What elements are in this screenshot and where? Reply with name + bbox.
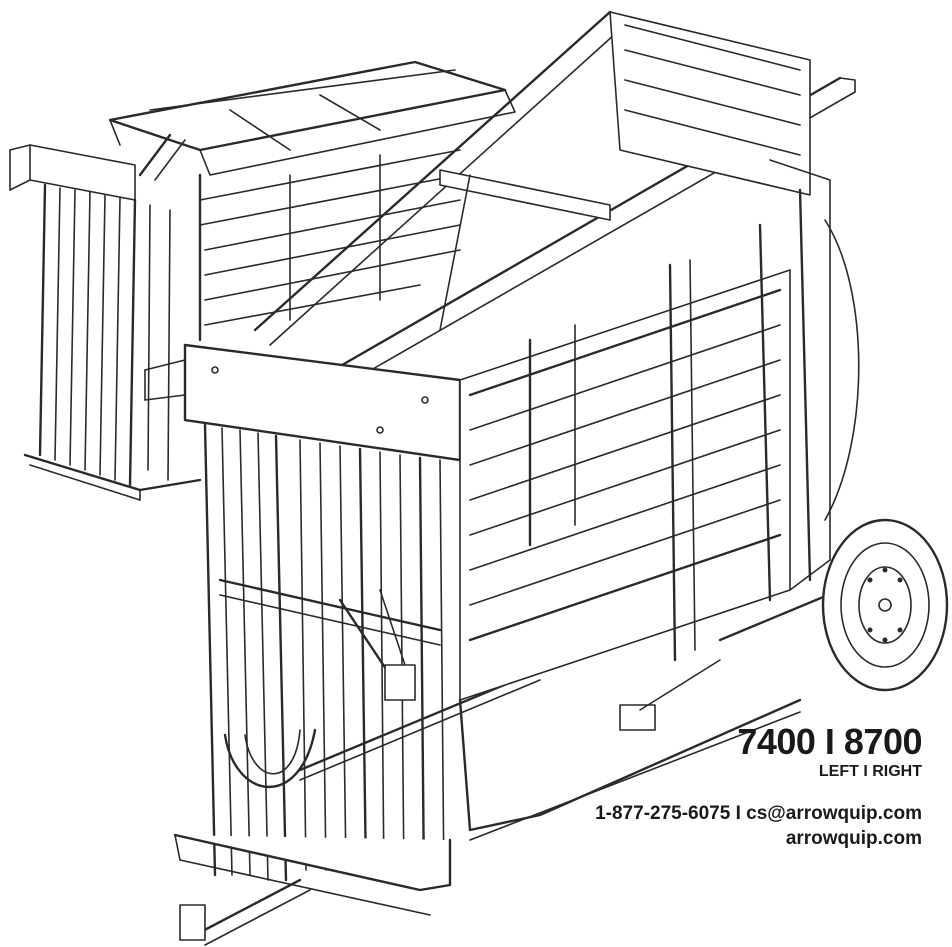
phone-email: 1-877-275-6075 I cs@arrowquip.com xyxy=(595,803,922,824)
main-chute-drawing xyxy=(144,10,949,946)
rear-chute-drawing xyxy=(9,60,516,501)
model-info: 7400 I 8700 LEFT I RIGHT xyxy=(737,722,922,782)
website-link[interactable]: arrowquip.com xyxy=(785,828,922,849)
model-sides: LEFT I RIGHT xyxy=(818,763,922,780)
model-numbers: 7400 I 8700 xyxy=(737,721,922,762)
contact-info: 1-877-275-6075 I cs@arrowquip.com arrowq… xyxy=(595,802,922,852)
